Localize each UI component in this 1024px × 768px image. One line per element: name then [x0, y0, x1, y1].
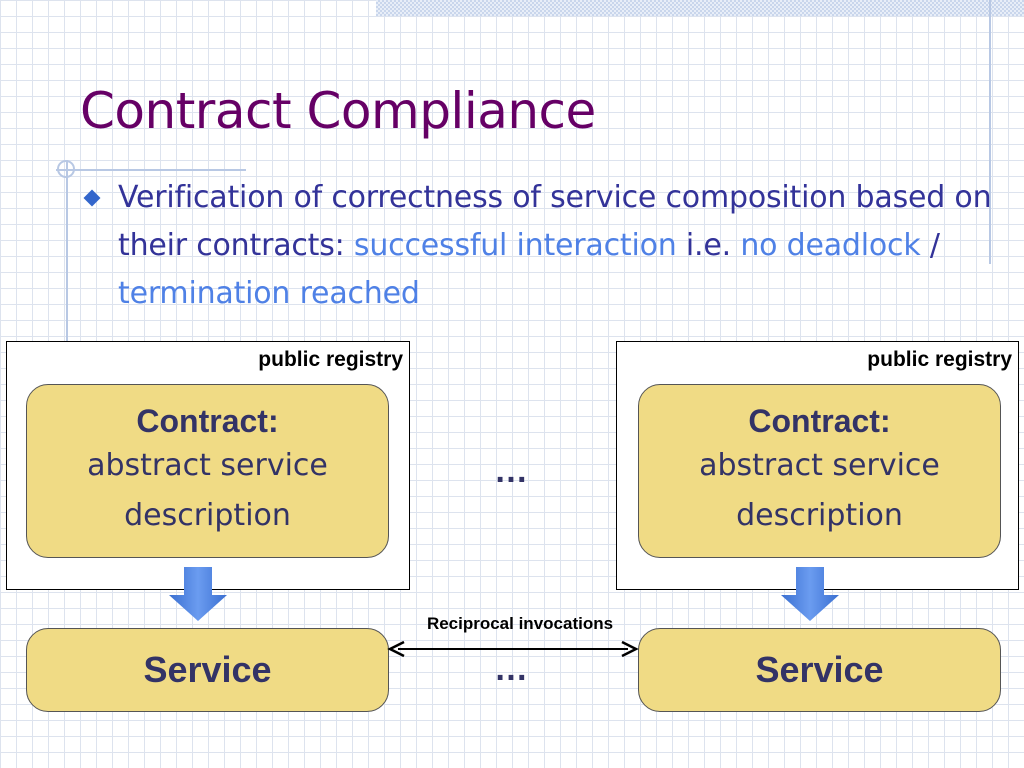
contract-box-left: Contract: abstract service description [26, 384, 389, 558]
top-pattern-band [376, 0, 1024, 16]
highlight-no-deadlock: no deadlock [740, 228, 921, 263]
contract-description-line-1: abstract service [699, 448, 940, 483]
down-arrow-right-icon [781, 567, 839, 621]
contract-box-right: Contract: abstract service description [638, 384, 1001, 558]
bullet-text-part: / [920, 228, 940, 263]
crosshair-icon [57, 160, 75, 178]
service-box-left: Service [26, 628, 389, 712]
contract-heading: Contract: [136, 403, 279, 439]
contract-description-line-2: description [736, 498, 903, 533]
down-arrow-left-icon [169, 567, 227, 621]
service-box-right: Service [638, 628, 1001, 712]
service-label: Service [755, 649, 884, 690]
slide-title: Contract Compliance [80, 82, 596, 140]
contract-description-line-1: abstract service [87, 448, 328, 483]
registry-label: public registry [258, 348, 403, 371]
ellipsis-services: … [494, 650, 528, 688]
bullet-point: Verification of correctness of service c… [118, 174, 998, 318]
arrowhead-right-icon [621, 640, 639, 658]
decorative-vertical-line-left [66, 160, 68, 380]
bullet-text-part: i.e. [676, 228, 741, 263]
reciprocal-invocations-label: Reciprocal invocations [426, 614, 614, 633]
decorative-vertical-line-right [989, 0, 991, 264]
arrowhead-left-icon [387, 640, 405, 658]
contract-heading: Contract: [748, 403, 891, 439]
bullet-text-part: Verification of correctness of service c… [118, 180, 992, 263]
registry-label: public registry [867, 348, 1012, 371]
ellipsis-contracts: … [494, 452, 528, 490]
service-label: Service [143, 649, 272, 690]
contract-description-line-2: description [124, 498, 291, 533]
highlight-termination-reached: termination reached [118, 276, 420, 311]
decorative-horizontal-line [56, 169, 246, 171]
highlight-successful-interaction: successful interaction [353, 228, 677, 263]
